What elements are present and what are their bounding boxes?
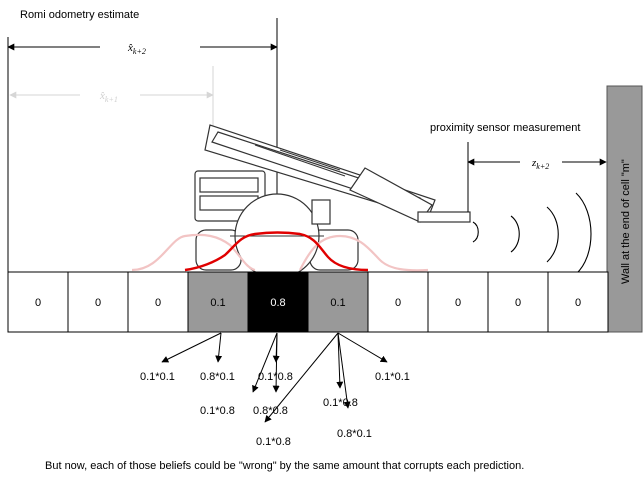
product-labels: 0.1*0.1 0.8*0.1 0.1*0.8 0.1*0.1 0.1*0.8 0.8*0… <box>140 371 410 448</box>
product-arrow <box>264 332 339 423</box>
measurement-label: zk+2 <box>531 157 549 171</box>
prev-estimate-arrow <box>9 66 214 130</box>
belief-cell <box>547 271 609 333</box>
wall <box>606 85 643 333</box>
product-label: 0.1*0.8 <box>200 405 235 417</box>
product-arrow <box>215 332 223 363</box>
product-arrow <box>337 332 351 409</box>
title: Romi odometry estimate <box>20 9 139 21</box>
belief-cell <box>187 271 249 333</box>
belief-cell-value: 0 <box>575 297 581 309</box>
robot-illustration <box>194 124 471 279</box>
belief-cell <box>67 271 129 333</box>
product-label: 0.8*0.8 <box>253 405 288 417</box>
belief-cell-value: 0.1 <box>330 297 345 309</box>
belief-cell <box>127 271 189 333</box>
belief-cell-value: 0.8 <box>270 297 285 309</box>
belief-cell-value: 0 <box>35 297 41 309</box>
belief-cell <box>367 271 429 333</box>
sensor-label: proximity sensor measurement <box>430 122 580 134</box>
measurement-arrow <box>467 142 607 212</box>
product-arrow <box>161 332 222 363</box>
faint-belief-curve <box>131 233 429 272</box>
sonar-waves <box>472 192 592 275</box>
product-arrow <box>252 332 278 393</box>
belief-cell <box>487 271 549 333</box>
product-label: 0.8*0.1 <box>337 428 372 440</box>
wall-label: Wall at the end of cell "m" <box>620 159 632 284</box>
product-label: 0.1*0.1 <box>375 371 410 383</box>
caption: But now, each of those beliefs could be … <box>45 460 524 472</box>
belief-curve <box>184 231 369 272</box>
belief-cell <box>247 271 309 333</box>
product-label: 0.1*0.8 <box>323 397 358 409</box>
belief-cell <box>427 271 489 333</box>
product-arrow <box>336 332 344 389</box>
product-label: 0.1*0.8 <box>256 436 291 448</box>
product-label: 0.1*0.1 <box>140 371 175 383</box>
estimate-label: x̂k+2 <box>127 42 146 56</box>
belief-cell-value: 0 <box>455 297 461 309</box>
belief-cell <box>307 271 369 333</box>
belief-cell-value: 0 <box>95 297 101 309</box>
belief-cell-value: 0 <box>515 297 521 309</box>
product-label: 0.8*0.1 <box>200 371 235 383</box>
product-arrow <box>272 332 280 393</box>
belief-cell-value: 0.1 <box>210 297 225 309</box>
product-arrows <box>161 332 388 423</box>
prev-estimate-label: x̂k+1 <box>99 90 118 104</box>
belief-cells: 0 0 0 0.1 0.8 0.1 0 0 0 0 <box>7 271 609 333</box>
product-label: 0.1*0.8 <box>258 371 293 383</box>
belief-cell-value: 0 <box>155 297 161 309</box>
product-arrow <box>337 332 388 363</box>
belief-cell-value: 0 <box>395 297 401 309</box>
